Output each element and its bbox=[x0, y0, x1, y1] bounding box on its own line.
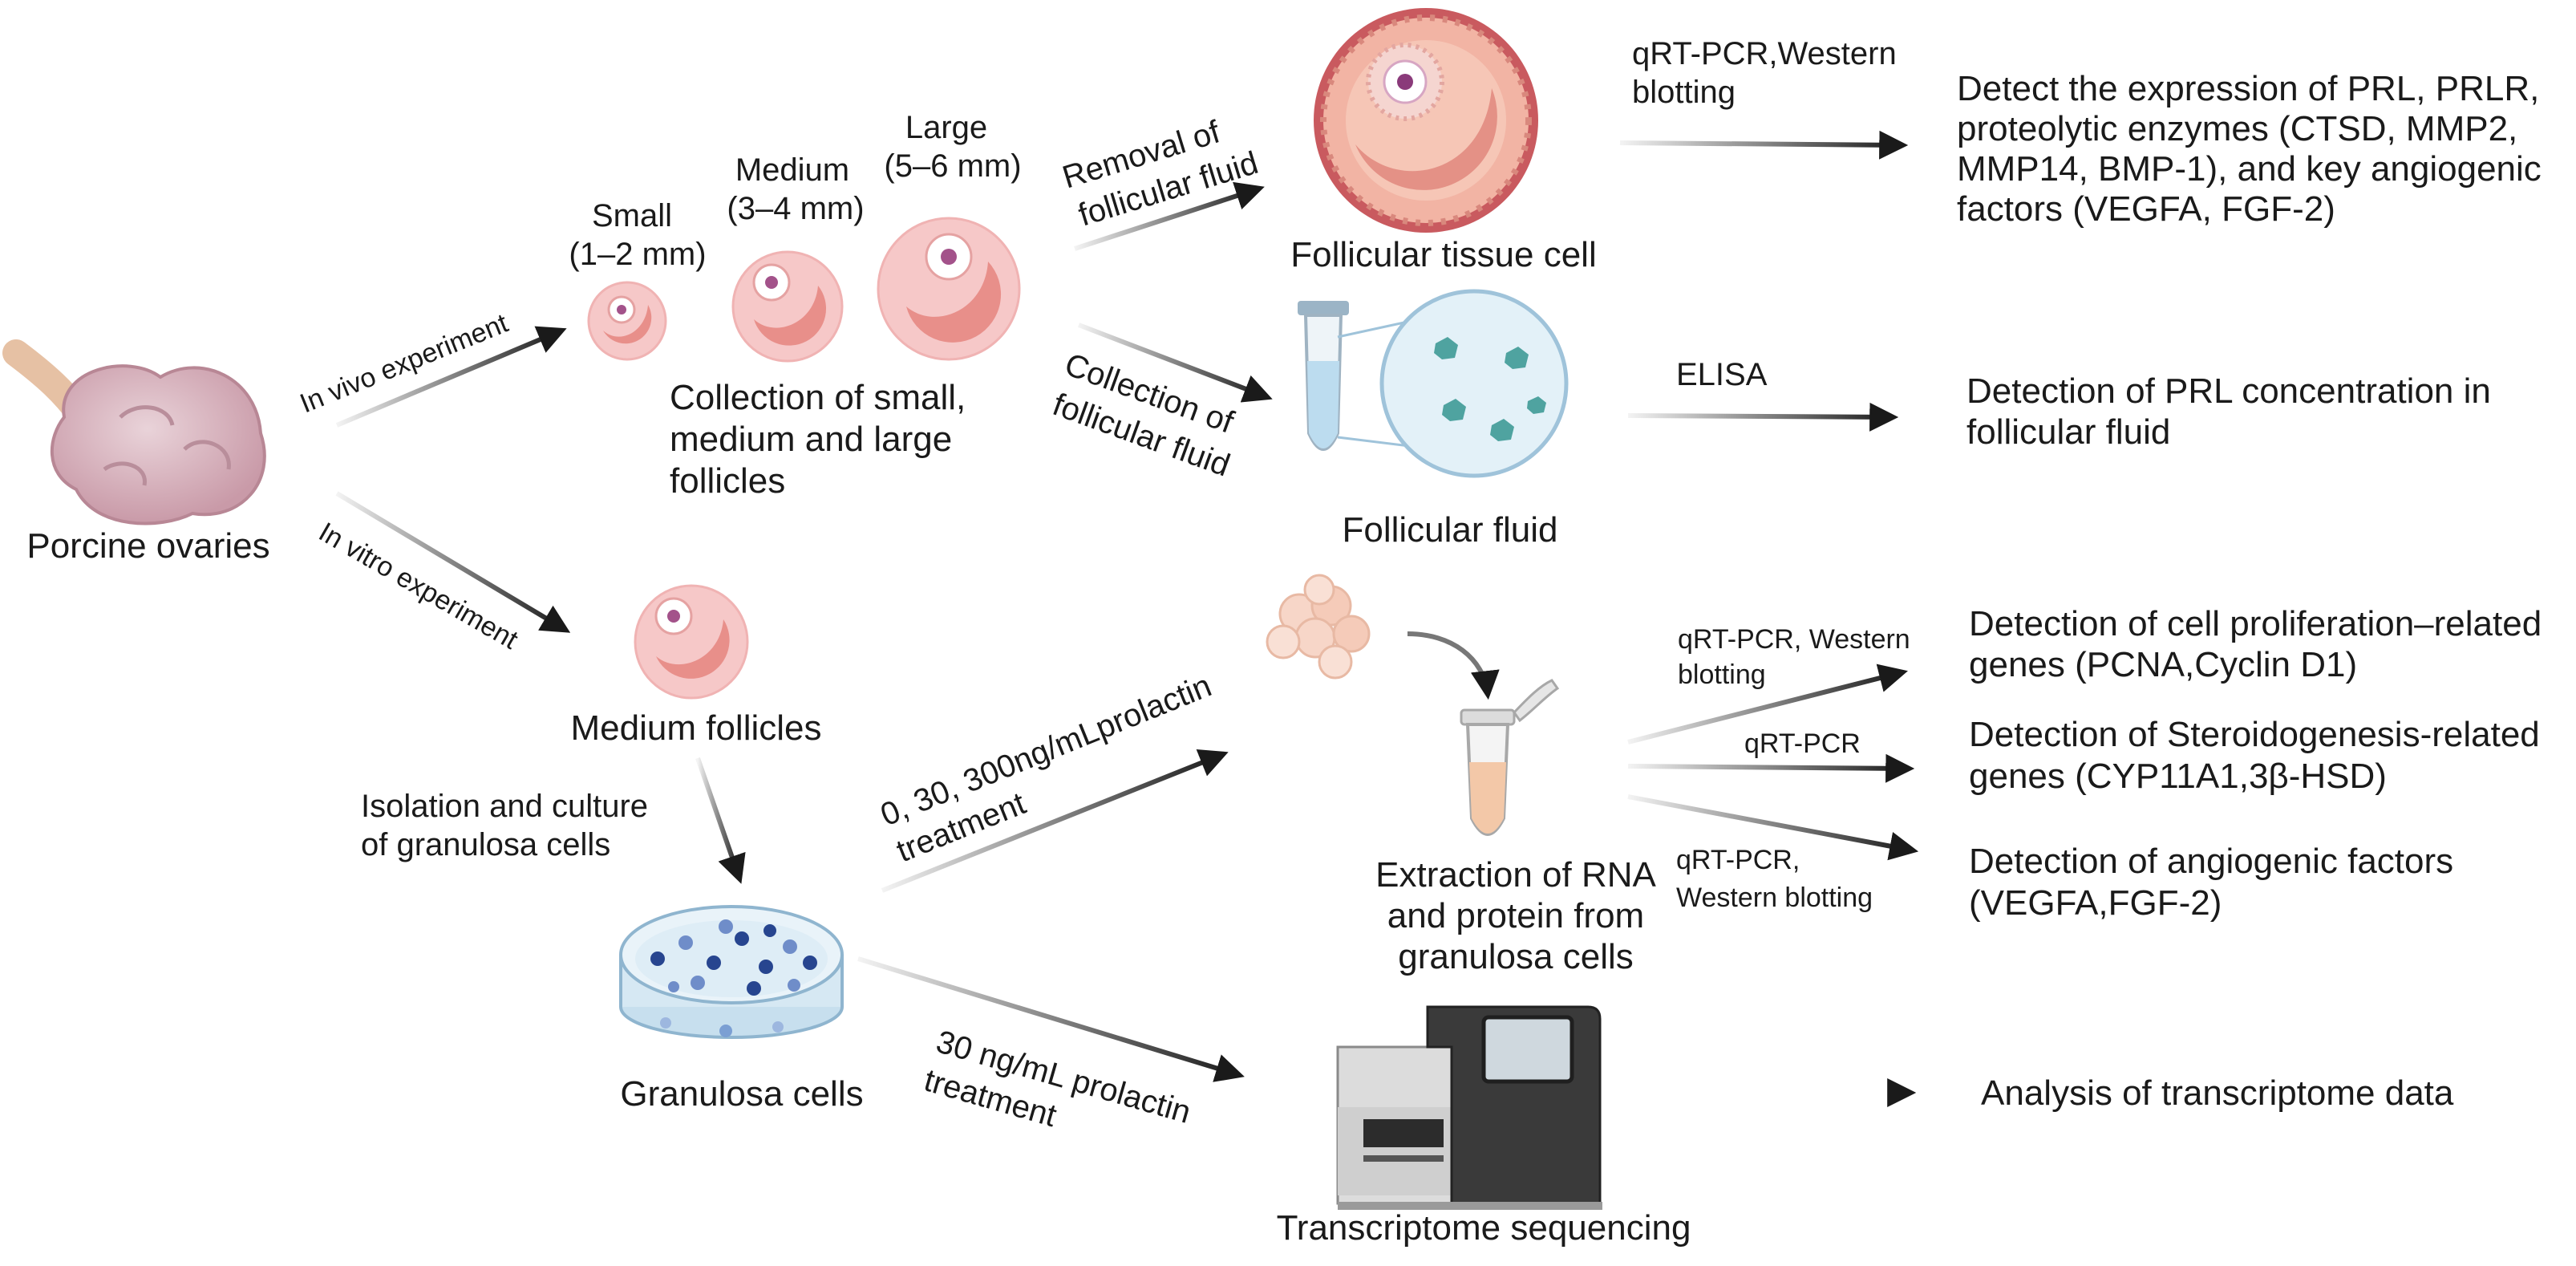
fluid-result-1: Detection of PRL concentration in bbox=[1966, 371, 2491, 411]
cell-to-tube-arrow bbox=[1407, 631, 1500, 700]
fluid-label: Follicular fluid bbox=[1343, 510, 1558, 550]
medium-follicle-icon bbox=[731, 250, 844, 363]
tissue-result-arrow bbox=[1619, 130, 1909, 160]
tissue-result-1: Detect the expression of PRL, PRLR, bbox=[1957, 69, 2539, 108]
petri-dish-icon bbox=[619, 905, 844, 1039]
ovary-icon bbox=[2, 339, 266, 525]
fluid-tube-icon bbox=[1298, 301, 1349, 451]
medium-label-2: (3–4 mm) bbox=[727, 191, 864, 226]
method-3-line-1: qRT-PCR, bbox=[1676, 845, 1800, 875]
large-label-1: Large bbox=[905, 110, 987, 145]
result-3-line-2: (VEGFA,FGF-2) bbox=[1969, 883, 2222, 923]
tissue-label: Follicular tissue cell bbox=[1290, 235, 1596, 274]
tissue-method-2: blotting bbox=[1632, 75, 1736, 110]
large-follicle-icon bbox=[877, 217, 1021, 361]
sequencer-icon bbox=[1336, 1005, 1602, 1210]
result-2-arrow bbox=[1627, 753, 1915, 783]
small-follicle-icon bbox=[587, 281, 667, 361]
method-1-line-1: qRT-PCR, Western bbox=[1678, 624, 1910, 655]
fluid-result-2: follicular fluid bbox=[1966, 412, 2170, 452]
follicular-tissue-icon bbox=[1314, 8, 1538, 233]
method-1-line-2: blotting bbox=[1678, 659, 1766, 690]
tissue-method-1: qRT-PCR,Western bbox=[1632, 36, 1897, 71]
method-2: qRT-PCR bbox=[1744, 728, 1861, 759]
fluid-magnified-icon bbox=[1337, 289, 1569, 478]
result-3-arrow bbox=[1627, 794, 1919, 861]
fluid-result-arrow bbox=[1627, 402, 1899, 432]
extraction-text-2: and protein from bbox=[1387, 896, 1644, 935]
collection-fluid-arrow bbox=[1077, 323, 1273, 403]
tissue-result-2: proteolytic enzymes (CTSD, MMP2, bbox=[1957, 109, 2517, 148]
collection-text-2: medium and large bbox=[670, 420, 952, 459]
extraction-text-1: Extraction of RNA bbox=[1375, 855, 1656, 895]
sequencing-label: Transcriptome sequencing bbox=[1277, 1208, 1691, 1248]
result-4: Analysis of transcriptome data bbox=[1981, 1073, 2454, 1113]
result-3-line-1: Detection of angiogenic factors bbox=[1969, 842, 2453, 881]
small-label-2: (1–2 mm) bbox=[569, 237, 706, 272]
medium-follicles-label: Medium follicles bbox=[571, 708, 822, 748]
result-2-line-2: genes (CYP11A1,3β-HSD) bbox=[1969, 757, 2387, 796]
treatment-a-text-1: 0, 30, 300ng/mLprolactin bbox=[876, 668, 1217, 834]
small-label-1: Small bbox=[592, 198, 672, 233]
medium-label-1: Medium bbox=[735, 152, 849, 188]
cell-cluster-icon bbox=[1266, 574, 1371, 680]
medium-follicle-vitro-icon bbox=[634, 584, 749, 700]
tissue-result-4: factors (VEGFA, FGF-2) bbox=[1957, 189, 2335, 229]
tissue-result-3: MMP14, BMP-1), and key angiogenic bbox=[1957, 149, 2542, 189]
extraction-text-3: granulosa cells bbox=[1398, 937, 1634, 976]
isolation-text-1: Isolation and culture bbox=[361, 789, 648, 824]
result-1-line-2: genes (PCNA,Cyclin D1) bbox=[1969, 645, 2357, 684]
result-1-arrow bbox=[1627, 663, 1908, 745]
granulosa-label: Granulosa cells bbox=[620, 1074, 863, 1114]
ovary-label: Porcine ovaries bbox=[26, 526, 269, 566]
fluid-method: ELISA bbox=[1676, 357, 1768, 392]
removal-arrow bbox=[1074, 181, 1265, 251]
result-1-line-1: Detection of cell proliferation–related bbox=[1969, 604, 2542, 643]
collection-text-3: follicles bbox=[670, 461, 785, 501]
large-label-2: (5–6 mm) bbox=[884, 148, 1021, 184]
treatment-a-arrow bbox=[881, 749, 1229, 893]
result-2-line-1: Detection of Steroidogenesis-related bbox=[1969, 715, 2540, 754]
sample-tube-icon bbox=[1460, 679, 1560, 836]
isolation-text-2: of granulosa cells bbox=[361, 827, 610, 862]
in-vivo-arrow bbox=[335, 326, 567, 428]
method-3-line-2: Western blotting bbox=[1676, 883, 1873, 913]
collection-text-1: Collection of small, bbox=[670, 378, 966, 417]
isolation-arrow bbox=[695, 757, 746, 884]
treatment-b-arrow bbox=[857, 956, 1245, 1082]
in-vitro-arrow bbox=[335, 491, 571, 633]
